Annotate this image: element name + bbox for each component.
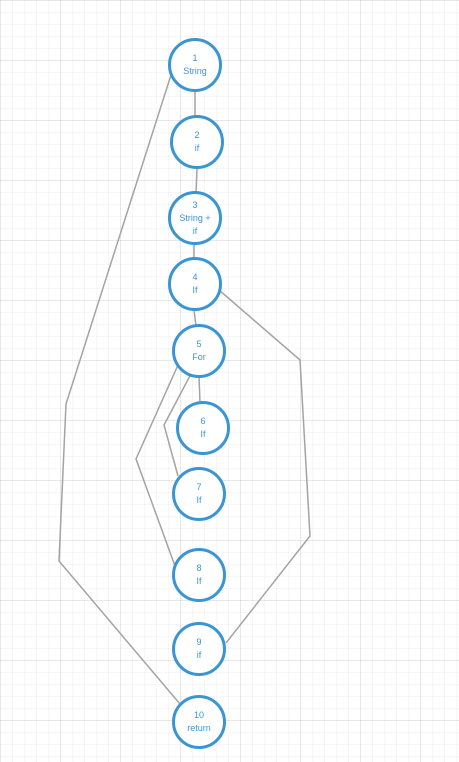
edge-1-10	[58, 74, 181, 705]
node-4-label: If	[192, 285, 198, 295]
node-5-id: 5	[196, 339, 202, 349]
node-2-label: if	[194, 143, 200, 153]
node-3-id: 3	[192, 199, 198, 210]
edge-4-5	[193, 309, 197, 327]
node-4-id: 4	[192, 272, 198, 282]
node-6[interactable]: 6 If	[176, 401, 230, 455]
node-6-label: If	[200, 429, 206, 439]
node-10-label: return	[187, 723, 211, 733]
node-4[interactable]: 4 If	[168, 257, 222, 311]
edge-4-9	[218, 289, 311, 644]
node-9-label: if	[196, 650, 202, 660]
node-3[interactable]: 3 String + if	[168, 191, 222, 245]
node-10-id: 10	[193, 710, 204, 720]
node-1-label: String	[183, 66, 207, 76]
node-7-id: 7	[196, 482, 202, 492]
node-1[interactable]: 1 String	[168, 38, 222, 92]
edge-5-6	[198, 375, 201, 404]
node-1-id: 1	[192, 53, 198, 63]
edge-5-8	[135, 364, 179, 567]
node-10[interactable]: 10 return	[172, 695, 226, 749]
node-9-id: 9	[196, 637, 202, 647]
node-5[interactable]: 5 For	[172, 324, 226, 378]
node-8-label: If	[196, 576, 202, 586]
node-7[interactable]: 7 If	[172, 467, 226, 521]
node-8-id: 8	[196, 563, 202, 573]
node-5-label: For	[192, 352, 206, 362]
edge-5-7	[163, 371, 193, 477]
node-2[interactable]: 2 if	[170, 115, 224, 169]
node-9[interactable]: 9 if	[172, 622, 226, 676]
node-8[interactable]: 8 If	[172, 548, 226, 602]
edge-2-3	[195, 168, 198, 194]
node-3-label: String +	[179, 212, 211, 223]
node-7-label: If	[196, 495, 202, 505]
node-3-label-line2: if	[192, 225, 198, 236]
node-2-id: 2	[194, 130, 200, 140]
node-6-id: 6	[200, 416, 206, 426]
